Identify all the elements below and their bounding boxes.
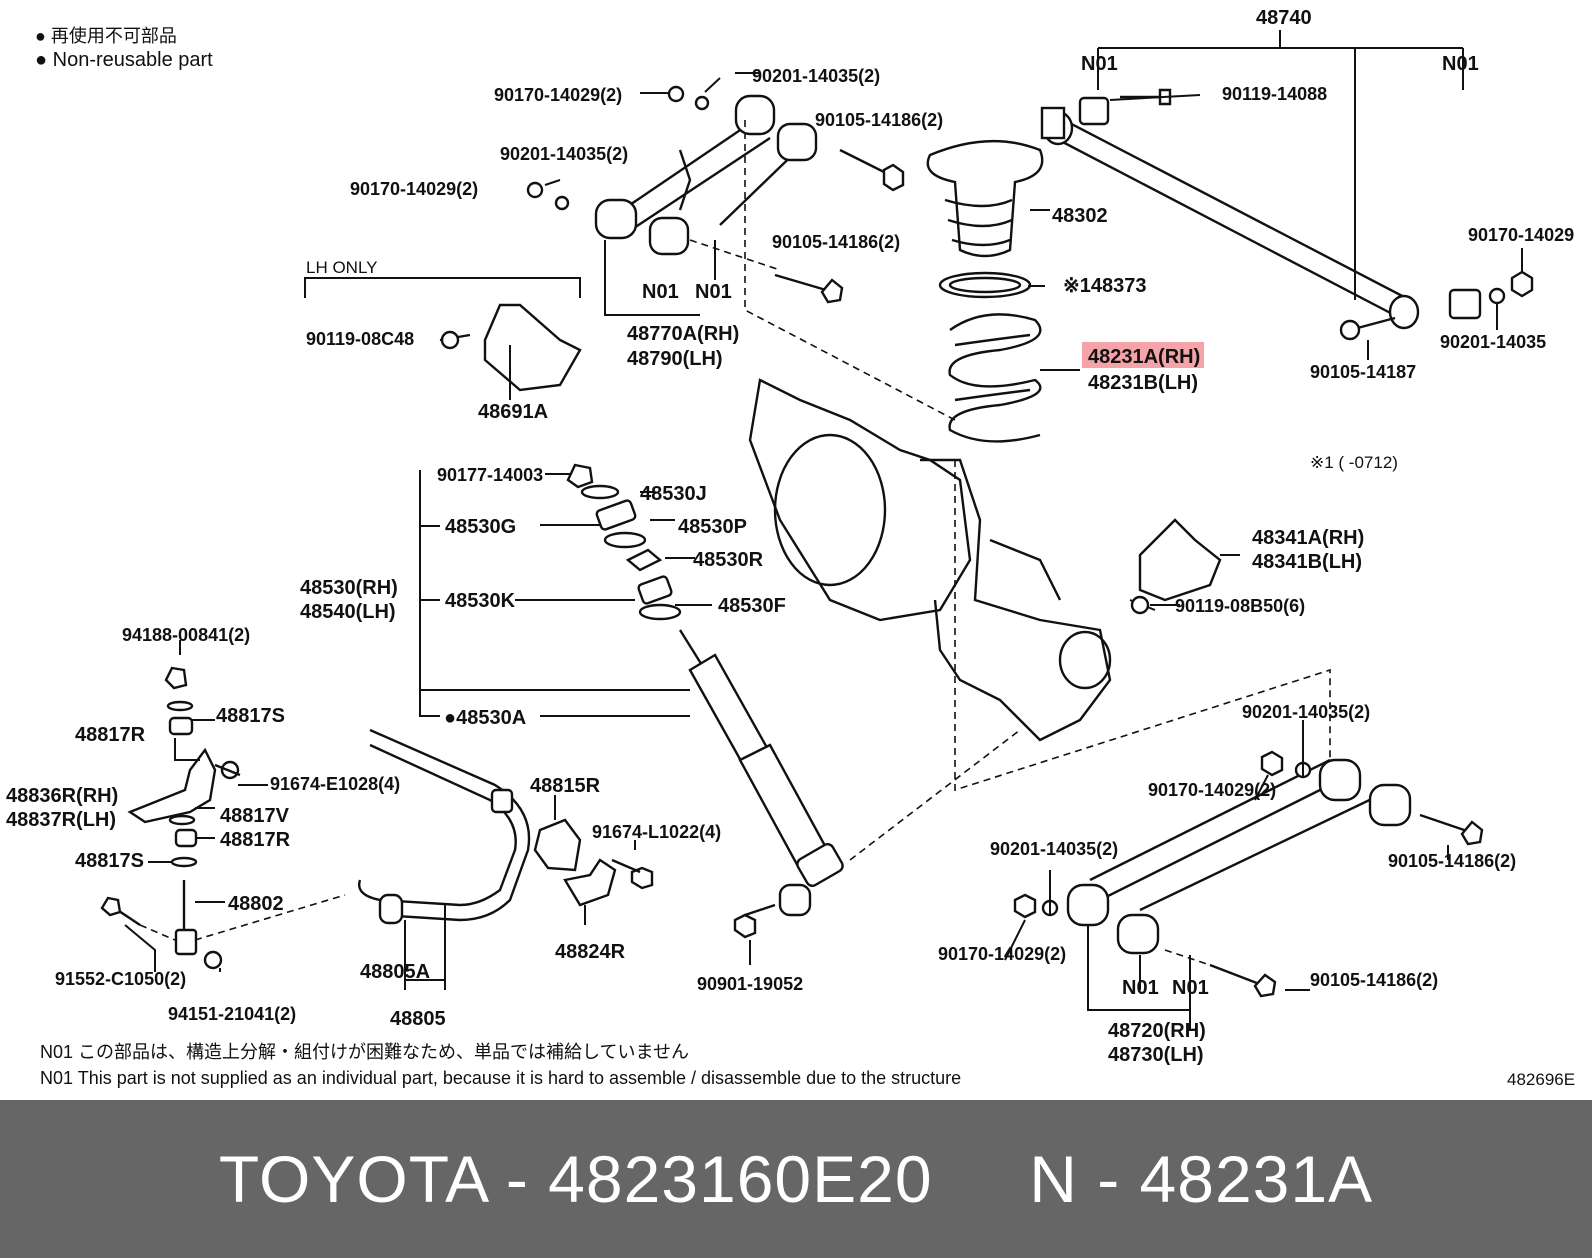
label-90119-08b50[interactable]: 90119-08B50(6) [1175,596,1305,616]
label-n01: N01 [1172,977,1209,999]
label-48530f[interactable]: 48530F [718,595,786,617]
label-90201-14035[interactable]: 90201-14035(2) [752,66,880,86]
label-48231a-highlighted[interactable]: 48231A(RH) [1088,346,1200,368]
label-90901-19052[interactable]: 90901-19052 [697,974,803,994]
footer-spacer [933,1141,1030,1217]
label-91674-l1022[interactable]: 91674-L1022(4) [592,822,721,842]
legend-en: ● Non-reusable part [35,49,213,71]
highlight-box [1082,342,1204,368]
label-90105-14186[interactable]: 90105-14186(2) [1388,851,1516,871]
label-48817v[interactable]: 48817V [220,805,290,827]
label-48540-lh[interactable]: 48540(LH) [300,601,396,623]
diagram-line-art [100,30,1534,1030]
label-90201-14035[interactable]: 90201-14035(2) [500,144,628,164]
label-48530k[interactable]: 48530K [445,590,516,612]
label-48817r[interactable]: 48817R [220,829,291,851]
label-90119-08c48[interactable]: 90119-08C48 [306,329,414,349]
label-48341a[interactable]: 48341A(RH) [1252,527,1364,549]
part-number-footer: TOYOTA - 4823160E20 N - 48231A [0,1100,1592,1258]
label-48720[interactable]: 48720(RH) [1108,1020,1206,1042]
label-94151-21041[interactable]: 94151-21041(2) [168,1004,296,1024]
label-48817s[interactable]: 48817S [75,850,144,872]
label-48836r[interactable]: 48836R(RH) [6,785,118,807]
note-jp: N01 この部品は、構造上分解・組付けが困難なため、単品では補給していません [40,1042,689,1062]
label-48530-rh[interactable]: 48530(RH) [300,577,398,599]
label-90170-14029[interactable]: 90170-14029(2) [350,179,478,199]
label-90170-14029[interactable]: 90170-14029 [1468,225,1574,245]
label-48817r[interactable]: 48817R [75,724,146,746]
footer-number: N - 48231A [1029,1142,1374,1216]
legend: ● 再使用不可部品 ● Non-reusable part [35,26,213,71]
label-90170-14029[interactable]: 90170-14029(2) [1148,780,1276,800]
label-91674-e1028[interactable]: 91674-E1028(4) [270,774,400,794]
label-90119-14088[interactable]: 90119-14088 [1222,84,1327,104]
parts-diagram: ● 再使用不可部品 ● Non-reusable part 48740 N01 … [6,7,1575,1089]
label-48341b[interactable]: 48341B(LH) [1252,551,1362,573]
label-48790[interactable]: 48790(LH) [627,348,723,370]
label-48231b[interactable]: 48231B(LH) [1088,372,1198,394]
label-90201-14035[interactable]: 90201-14035 [1440,332,1546,352]
label-90170-14029[interactable]: 90170-14029(2) [938,944,1066,964]
label-90177-14003[interactable]: 90177-14003 [437,465,543,485]
label-90201-14035[interactable]: 90201-14035(2) [990,839,1118,859]
note-en: N01 This part is not supplied as an indi… [40,1068,961,1088]
label-90201-14035[interactable]: 90201-14035(2) [1242,702,1370,722]
notes: N01 この部品は、構造上分解・組付けが困難なため、単品では補給していません N… [40,1042,1575,1089]
label-90105-14186[interactable]: 90105-14186(2) [1310,970,1438,990]
label-48740[interactable]: 48740 [1256,7,1312,29]
legend-jp: ● 再使用不可部品 [35,26,177,46]
label-91552-c1050[interactable]: 91552-C1050(2) [55,969,186,989]
diagram-id: 482696E [1507,1070,1575,1089]
label-48815r[interactable]: 48815R [530,775,601,797]
label-48530a[interactable]: ●48530A [444,707,526,729]
label-48817s[interactable]: 48817S [216,705,285,727]
label-90170-14029[interactable]: 90170-14029(2) [494,85,622,105]
label-90105-14186[interactable]: 90105-14186(2) [772,232,900,252]
label-48837r[interactable]: 48837R(LH) [6,809,116,831]
footnote-1: ※1 ( -0712) [1310,453,1398,472]
label-48530p[interactable]: 48530P [678,516,747,538]
label-48805[interactable]: 48805 [390,1008,446,1030]
label-n01: N01 [1081,53,1118,75]
label-90105-14186[interactable]: 90105-14186(2) [815,110,943,130]
label-lh-only: LH ONLY [306,258,378,277]
label-n01: N01 [642,281,679,303]
label-n01: N01 [1122,977,1159,999]
label-94188-00841[interactable]: 94188-00841(2) [122,625,250,645]
label-48770a[interactable]: 48770A(RH) [627,323,739,345]
label-n01: N01 [1442,53,1479,75]
label-90105-14187[interactable]: 90105-14187 [1310,362,1416,382]
label-48805a[interactable]: 48805A [360,961,430,983]
label-48302[interactable]: 48302 [1052,205,1108,227]
label-48530g[interactable]: 48530G [445,516,516,538]
label-n01: N01 [695,281,732,303]
label-48730[interactable]: 48730(LH) [1108,1044,1204,1066]
footer-brand-part: TOYOTA - 4823160E20 [218,1142,933,1216]
label-48373[interactable]: ※148373 [1063,275,1147,297]
label-48824r[interactable]: 48824R [555,941,626,963]
label-48530j[interactable]: 48530J [640,483,707,505]
part-labels: 48740 N01 N01 90119-14088 90170-14029(2)… [6,7,1574,1066]
label-48691a[interactable]: 48691A [478,401,548,423]
label-48530r[interactable]: 48530R [693,549,764,571]
label-48802[interactable]: 48802 [228,893,284,915]
